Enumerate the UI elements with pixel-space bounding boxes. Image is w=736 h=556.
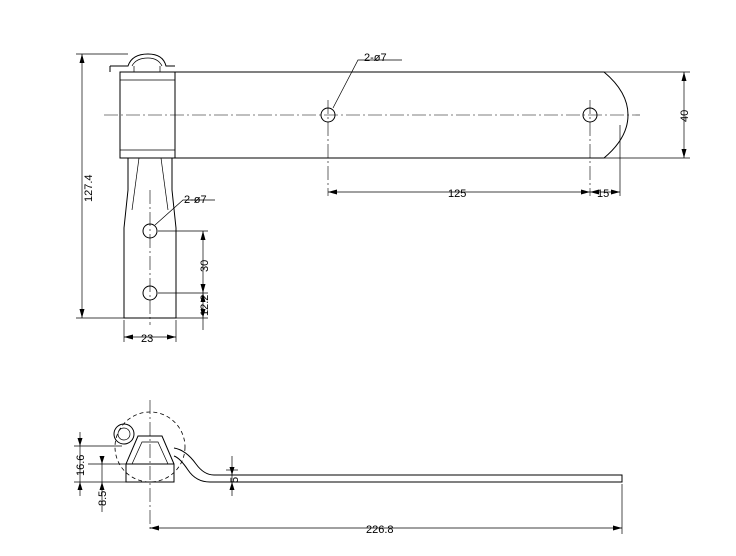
leaf-hole-leader xyxy=(332,59,402,109)
dim-strap-width: 23 xyxy=(141,333,153,345)
dim-knuckle-height: 16.6 xyxy=(75,455,87,476)
dim-leaf-hole-spacing: 125 xyxy=(448,188,466,200)
leaf-profile xyxy=(173,447,623,483)
leaf-hole-callout: 2-ø7 xyxy=(364,52,387,64)
dim-strap-bottom-hole: 12.2 xyxy=(199,295,211,316)
pin-head xyxy=(109,53,175,72)
top-view: 2-ø7 40 125 15 xyxy=(104,52,691,200)
dim-strap-hole-spacing: 30 xyxy=(199,260,211,272)
strap-hole-2 xyxy=(142,285,158,301)
dim-total-length: 226.8 xyxy=(366,524,394,536)
strap-hole-1 xyxy=(142,223,158,239)
bottom-view: 5 16.6 8.5 226.8 xyxy=(74,400,623,536)
dim-base-height: 8.5 xyxy=(97,491,109,506)
dim-total-height: 127.4 xyxy=(83,174,95,202)
dim-leaf-end-offset: 15 xyxy=(597,188,609,200)
strap-hole-leader xyxy=(154,199,215,226)
dim-leaf-height: 40 xyxy=(679,110,691,122)
side-view: 2-ø7 127.4 30 12.2 23 xyxy=(76,53,215,345)
dim-leaf-thickness: 5 xyxy=(229,477,241,483)
strap-hole-callout: 2-ø7 xyxy=(184,194,207,206)
